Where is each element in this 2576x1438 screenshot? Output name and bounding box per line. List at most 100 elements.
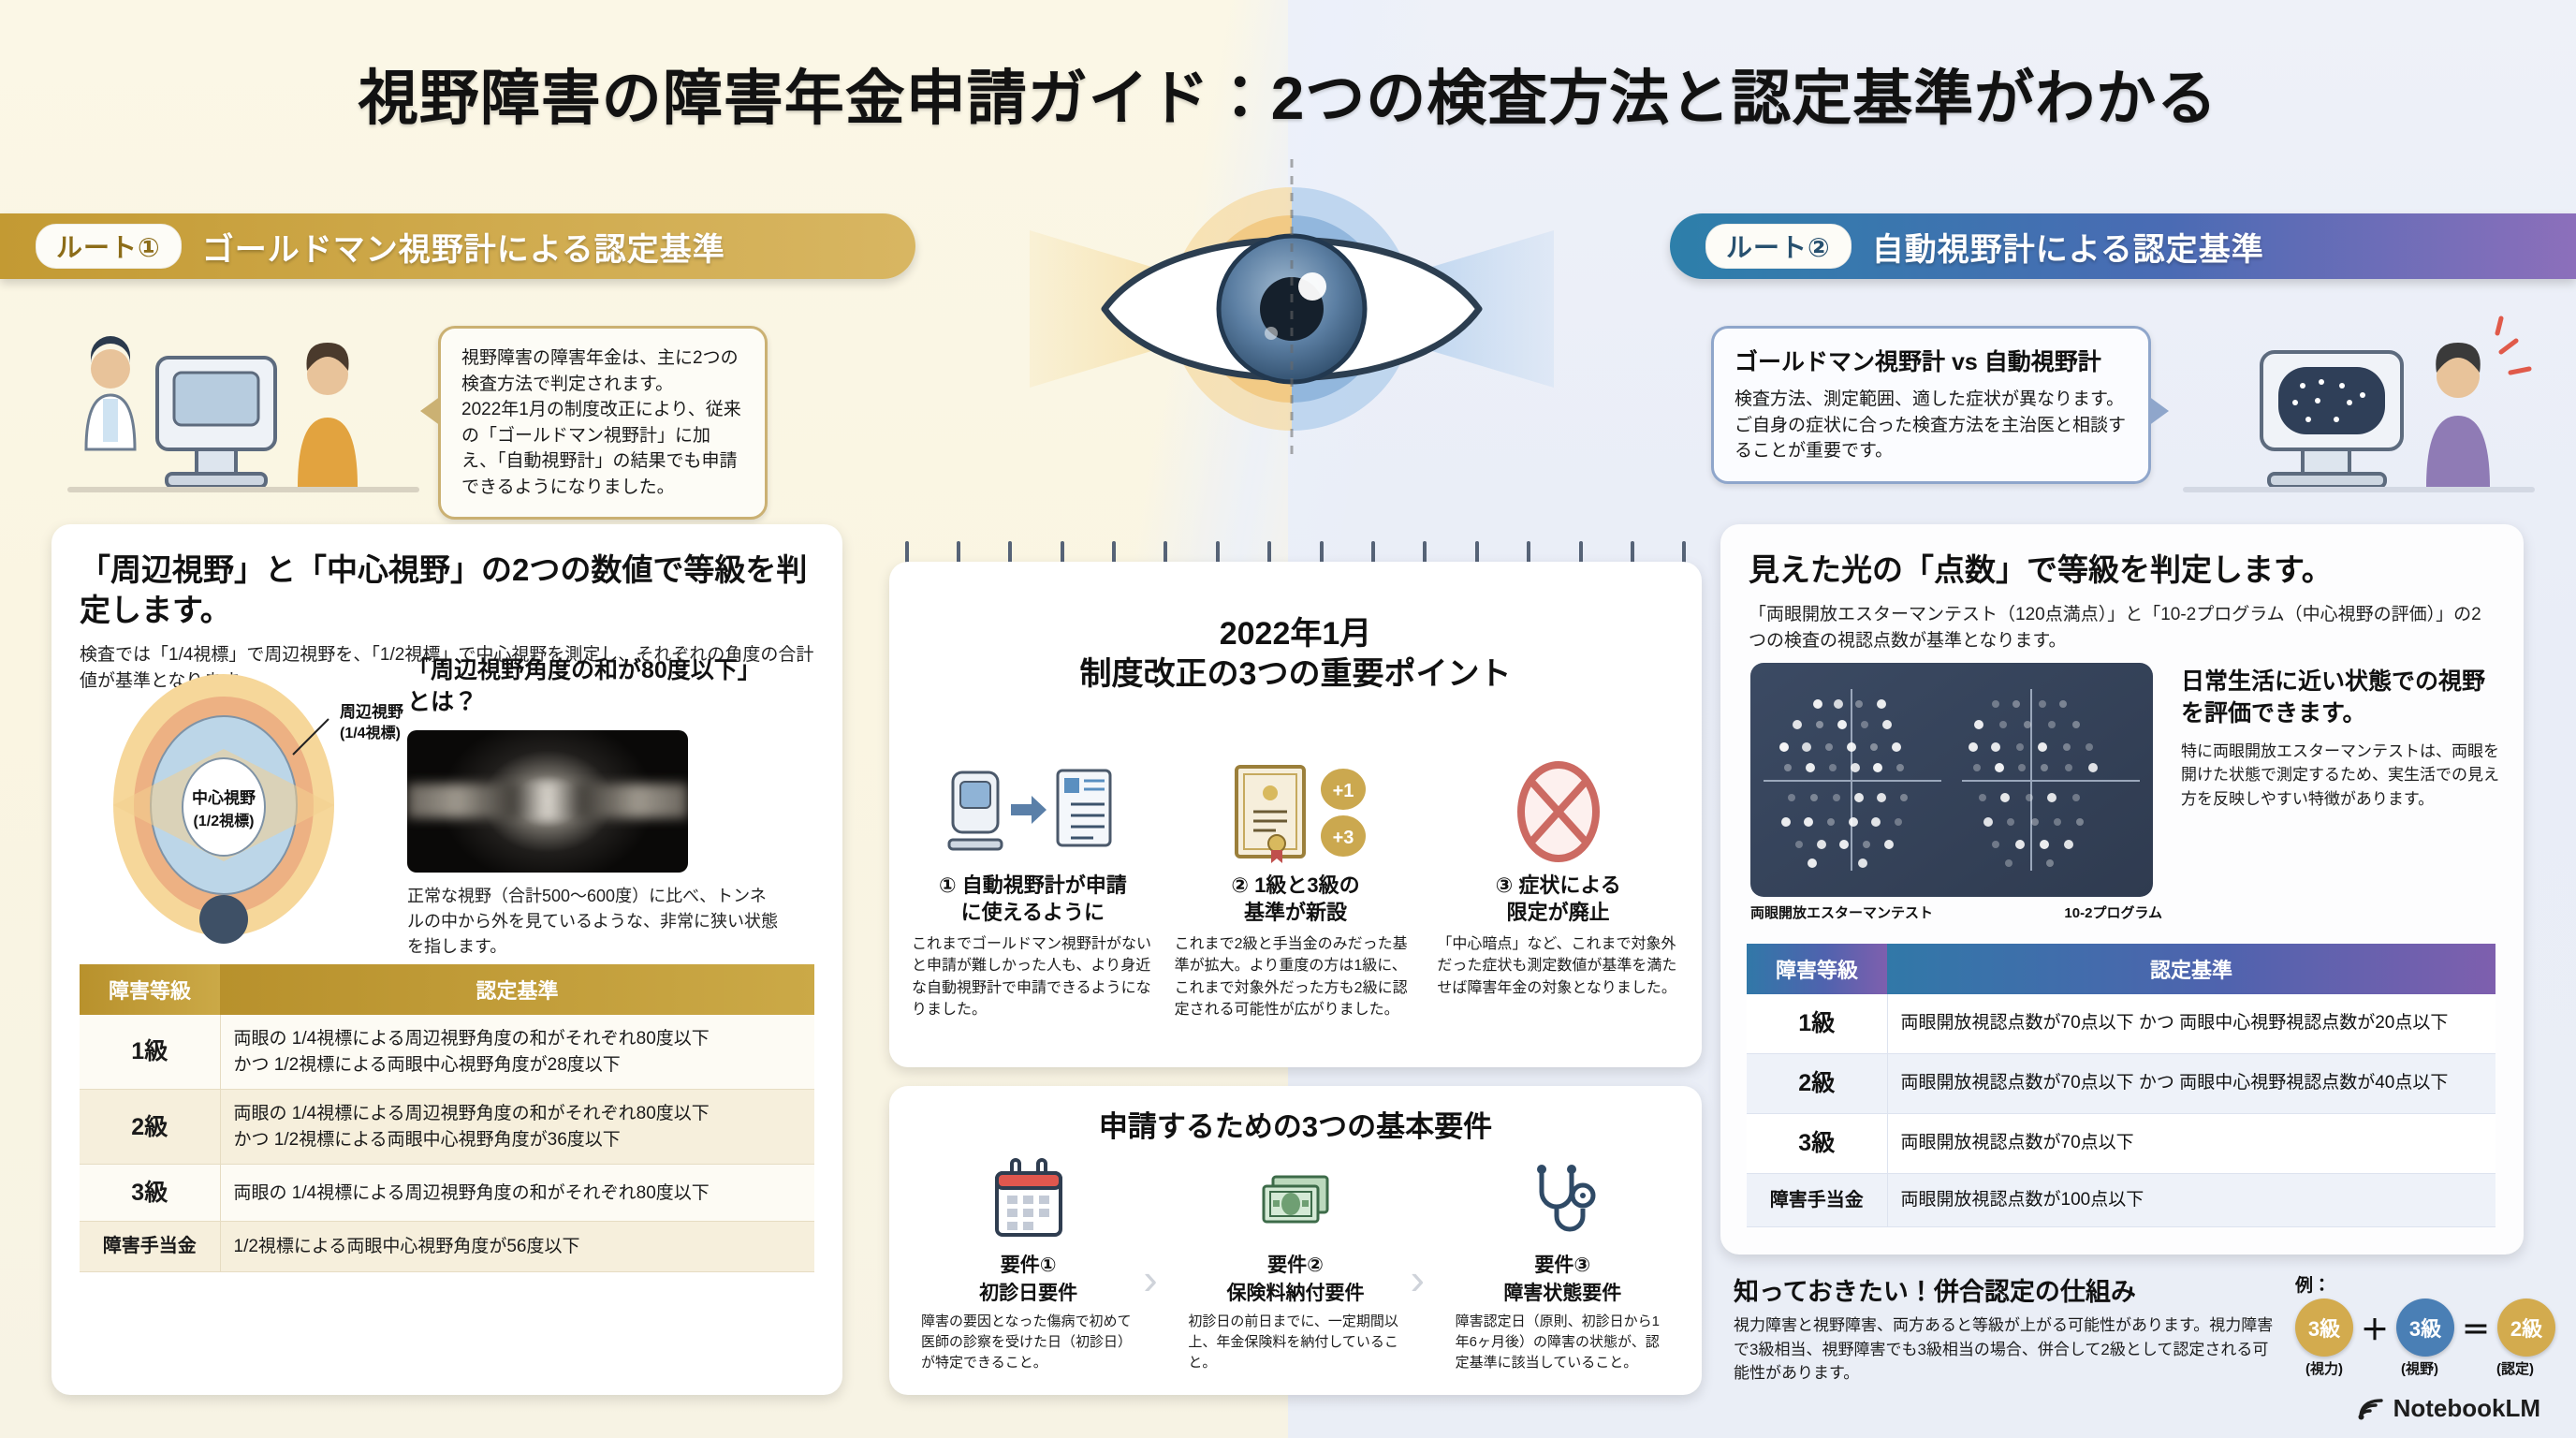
reform-point-1: ① 自動視野計が申請 に使えるように これまでゴールドマン視野計がないと申請が難… bbox=[906, 756, 1160, 1020]
route-2-pill: ルート② bbox=[1705, 224, 1852, 269]
certificate-plus-icon: +1 +3 bbox=[1169, 756, 1423, 867]
inner-sub: (1/2視標) bbox=[194, 812, 255, 829]
tunnel-vision-callout: 「周辺視野角度の和が80度以下」とは？ 正常な視野（合計500〜600度）に比べ… bbox=[407, 655, 782, 960]
grade-circle-field: 3級 bbox=[2396, 1299, 2454, 1357]
table-row: 障害手当金 1/2視標による両眼中心視野角度が56度以下 bbox=[80, 1221, 814, 1273]
reform-points-card: 2022年1月 制度改正の3つの重要ポイント ① 自動視野計が申請 に使えるよう… bbox=[889, 562, 1702, 1067]
requirement-1: 要件① 初診日要件 障害の要因となった傷病で初めて医師の診察を受けた日（初診日）… bbox=[914, 1156, 1143, 1372]
table-row: 1級 両眼開放視認点数が70点以下 かつ 両眼中心視野視認点数が20点以下 bbox=[1747, 994, 2496, 1054]
route-1-banner[interactable]: ルート① ゴールドマン視野計による認定基準 bbox=[0, 213, 915, 279]
col-grade: 障害等級 bbox=[1747, 944, 1887, 994]
automated-criteria-card: 見えた光の「点数」で等級を判定します。 「両眼開放エスターマンテスト（120点満… bbox=[1720, 524, 2524, 1255]
route-1-pill: ルート① bbox=[36, 224, 182, 269]
req-1-num: 要件① bbox=[1000, 1255, 1057, 1276]
perimeter-to-document-icon bbox=[906, 756, 1160, 867]
clinic-scene-right-illustration bbox=[2172, 309, 2546, 524]
combine-body: 視力障害と視野障害、両方あると等級が上がる可能性があります。視力障害で3級相当、… bbox=[1734, 1316, 2274, 1382]
stethoscope-icon bbox=[1448, 1156, 1677, 1246]
notebooklm-brand: NotebookLM bbox=[2357, 1394, 2540, 1423]
req-1-name: 初診日要件 bbox=[979, 1283, 1078, 1304]
outer-label: 周辺視野 bbox=[340, 702, 403, 721]
callout-note: 正常な視野（合計500〜600度）に比べ、トンネルの中から外を見ているような、非… bbox=[407, 886, 778, 956]
col-criteria: 認定基準 bbox=[220, 964, 814, 1015]
req-3-body: 障害認定日（原則、初診日から1年6ヶ月後）の障害の状態が、認定基準に該当している… bbox=[1455, 1313, 1661, 1371]
caption-vision: (視力) bbox=[2305, 1361, 2343, 1377]
basic-requirements-card: 申請するための3つの基本要件 要件① 初診日要件 障害の要因となった傷病 bbox=[889, 1086, 1702, 1395]
requirement-3: 要件③ 障害状態要件 障害認定日（原則、初診日から1年6ヶ月後）の障害の状態が、… bbox=[1448, 1156, 1677, 1372]
caption-spacer-1 bbox=[2361, 1358, 2383, 1378]
requirement-2: 要件② 保険料納付要件 初診日の前日までに、一定期間以上、年金保険料を納付してい… bbox=[1180, 1156, 1410, 1372]
req-2-num: 要件② bbox=[1267, 1255, 1324, 1276]
inner-label: 中心視野 bbox=[192, 788, 256, 807]
visual-field-diagram: 中心視野 (1/2視標) 周辺視野 (1/4視標) bbox=[95, 665, 403, 946]
caption-field: (視野) bbox=[2401, 1361, 2438, 1377]
cell-grade: 2級 bbox=[1747, 1053, 1888, 1114]
reform-points-list: ① 自動視野計が申請 に使えるように これまでゴールドマン視野計がないと申請が難… bbox=[889, 756, 1702, 1020]
goldman-criteria-table: 障害等級 認定基準 1級 両眼の 1/4視標による周辺視野角度の和がそれぞれ80… bbox=[80, 964, 814, 1273]
cell-criteria: 両眼の 1/4視標による周辺視野角度の和がそれぞれ80度以下 bbox=[220, 1164, 814, 1223]
req-2-name: 保険料納付要件 bbox=[1226, 1283, 1365, 1304]
point-3-heading: ③ 症状による 限定が廃止 bbox=[1495, 873, 1621, 924]
requirements-list: 要件① 初診日要件 障害の要因となった傷病で初めて医師の診察を受けた日（初診日）… bbox=[914, 1156, 1677, 1372]
table-header-row: 障害等級 認定基準 bbox=[1747, 944, 2496, 994]
caption-spacer-2 bbox=[2456, 1358, 2479, 1378]
example-label: 例： bbox=[2295, 1276, 2332, 1296]
eye-illustration bbox=[917, 159, 1666, 459]
grade-circle-vision: 3級 bbox=[2295, 1299, 2353, 1357]
prohibited-icon bbox=[1431, 756, 1685, 867]
table-row: 3級 両眼開放視認点数が70点以下 bbox=[1747, 1113, 2496, 1174]
right-bubble-title: ゴールドマン視野計 vs 自動視野計 bbox=[1734, 349, 2101, 375]
money-icon bbox=[1180, 1156, 1410, 1246]
right-card-sub: 「両眼開放エスターマンテスト（120点満点）」と「10-2プログラム（中心視野の… bbox=[1749, 604, 2481, 652]
cell-criteria: 両眼の 1/4視標による周辺視野角度の和がそれぞれ80度以下 かつ 1/2視標に… bbox=[220, 1015, 814, 1091]
point-1-body: これまでゴールドマン視野計がないと申請が難しかった人も、より身近な自動視野計で申… bbox=[912, 936, 1152, 1018]
automated-criteria-table: 障害等級 認定基準 1級 両眼開放視認点数が70点以下 かつ 両眼中心視野視認点… bbox=[1747, 944, 2496, 1227]
cell-criteria: 両眼開放視認点数が70点以下 かつ 両眼中心視野視認点数が20点以下 bbox=[1887, 994, 2496, 1054]
requirements-title: 申請するための3つの基本要件 bbox=[1098, 1110, 1493, 1143]
table-row: 2級 両眼の 1/4視標による周辺視野角度の和がそれぞれ80度以下 かつ 1/2… bbox=[80, 1089, 814, 1166]
cell-grade: 1級 bbox=[80, 1015, 221, 1091]
bubble-tail-left bbox=[420, 396, 441, 426]
left-bubble-body: 視野障害の障害年金は、主に2つの検査方法で判定されます。 2022年1月の制度改… bbox=[461, 348, 741, 497]
req-2-body: 初診日の前日までに、一定期間以上、年金保険料を納付していること。 bbox=[1188, 1313, 1398, 1371]
right-note-body: 特に両眼開放エスターマンテストは、両眼を開けた状態で測定するため、実生活での見え… bbox=[2181, 741, 2499, 808]
callout-question: 「周辺視野角度の和が80度以下」とは？ bbox=[407, 657, 761, 715]
caption-10-2: 10-2プログラム bbox=[2064, 905, 2162, 921]
cell-grade: 障害手当金 bbox=[80, 1221, 221, 1273]
right-card-heading: 見えた光の「点数」で等級を判定します。 bbox=[1749, 552, 2333, 587]
cell-criteria: 両眼の 1/4視標による周辺視野角度の和がそれぞれ80度以下 かつ 1/2視標に… bbox=[220, 1089, 814, 1166]
reform-point-2: +1 +3 ② 1級と3級の 基準が新設 これまで2級と手当金のみだった基準が拡… bbox=[1169, 756, 1423, 1020]
caption-esterman: 両眼開放エスターマンテスト bbox=[1750, 905, 1934, 921]
right-note-heading: 日常生活に近い状態での視野を評価できます。 bbox=[2181, 668, 2486, 726]
outer-sub: (1/4視標) bbox=[340, 724, 401, 741]
col-criteria: 認定基準 bbox=[1887, 944, 2496, 994]
cell-criteria: 1/2視標による両眼中心視野角度が56度以下 bbox=[220, 1221, 814, 1273]
table-row: 2級 両眼開放視認点数が70点以下 かつ 両眼中心視野視認点数が40点以下 bbox=[1747, 1053, 2496, 1114]
combined-certification-section: 知っておきたい！併合認定の仕組み 視力障害と視野障害、両方あると等級が上がる可能… bbox=[1734, 1271, 2557, 1412]
chevron-right-icon: › bbox=[1410, 1254, 1425, 1303]
clinic-scene-left-illustration bbox=[56, 309, 431, 524]
grade-circle-result: 2級 bbox=[2497, 1299, 2555, 1357]
caption-result: (認定) bbox=[2496, 1361, 2534, 1377]
route-2-banner[interactable]: ルート② 自動視野計による認定基準 bbox=[1670, 213, 2576, 279]
col-grade: 障害等級 bbox=[80, 964, 220, 1015]
right-card-note: 日常生活に近い状態での視野を評価できます。 特に両眼開放エスターマンテストは、両… bbox=[2181, 667, 2499, 811]
point-3-body: 「中心暗点」など、これまで対象外だった症状も測定数値が基準を満たせば障害年金の対… bbox=[1437, 936, 1677, 996]
calendar-icon bbox=[914, 1156, 1143, 1246]
reform-point-3: ③ 症状による 限定が廃止 「中心暗点」など、これまで対象外だった症状も測定数値… bbox=[1431, 756, 1685, 1020]
tunnel-vision-photo bbox=[407, 729, 688, 873]
chevron-right-icon: › bbox=[1143, 1254, 1158, 1303]
notebooklm-logo-icon bbox=[2358, 1398, 2383, 1419]
left-info-bubble: 視野障害の障害年金は、主に2つの検査方法で判定されます。 2022年1月の制度改… bbox=[420, 326, 768, 521]
point-1-heading: ① 自動視野計が申請 に使えるように bbox=[938, 873, 1127, 924]
route-1-label: ゴールドマン視野計による認定基準 bbox=[201, 231, 725, 268]
brand-name: NotebookLM bbox=[2393, 1394, 2540, 1422]
route-2-label: 自動視野計による認定基準 bbox=[1871, 231, 2264, 268]
reform-title-line1: 2022年1月 bbox=[1219, 616, 1372, 652]
title-bar: 視野障害の障害年金申請ガイド：2つの検査方法と認定基準がわかる bbox=[0, 0, 2576, 187]
bubble-tail-right bbox=[2148, 396, 2169, 426]
point-2-body: これまで2級と手当金のみだった基準が拡大。より重度の方は1級に、これまで対象外だ… bbox=[1174, 936, 1408, 1018]
right-info-bubble: ゴールドマン視野計 vs 自動視野計 検査方法、測定範囲、適した症状が異なります… bbox=[1711, 326, 2169, 484]
table-row: 1級 両眼の 1/4視標による周辺視野角度の和がそれぞれ80度以下 かつ 1/2… bbox=[80, 1015, 814, 1091]
goldman-criteria-card: 「周辺視野」と「中心視野」の2つの数値で等級を判定します。 検査では「1/4視標… bbox=[51, 524, 842, 1395]
